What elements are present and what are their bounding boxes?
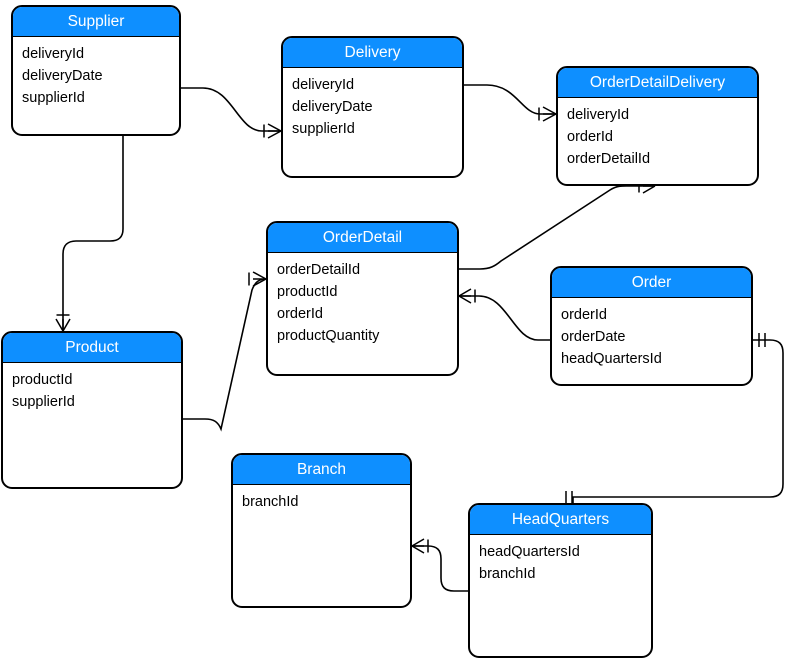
entity-supplier[interactable]: Supplier deliveryId deliveryDate supplie… [11,5,181,136]
entity-attributes-supplier: deliveryId deliveryDate supplierId [13,37,179,109]
edge-product-orderdetail [183,278,267,432]
crowsfoot-orderdetaildelivery-left [538,106,557,122]
edge-branch-headquarters [412,545,468,592]
entity-title-orderdetail: OrderDetail [268,223,457,253]
entity-title-supplier: Supplier [13,7,179,37]
entity-order[interactable]: Order orderId orderDate headQuartersId [550,266,753,386]
attribute: productQuantity [277,328,380,344]
crowsfoot-orderdetail-right [458,288,476,304]
edge-delivery-orderdetaildelivery [464,84,556,115]
entity-attributes-product: productId supplierId [3,363,181,413]
attribute: deliveryDate [292,99,373,115]
attribute: supplierId [292,121,355,137]
attribute: productId [12,372,73,388]
crowsfoot-branch-right [411,538,429,554]
crowsfoot-product-top [55,314,71,332]
attribute: orderId [277,306,323,322]
entity-orderdetaildelivery[interactable]: OrderDetailDelivery deliveryId orderId o… [556,66,759,186]
entity-attributes-orderdetaildelivery: deliveryId orderId orderDetailId [558,98,757,170]
edge-orderdetail-orderdetaildelivery [459,185,655,270]
entity-title-product: Product [3,333,181,363]
attribute: orderId [567,129,613,145]
edge-supplier-delivery [181,87,281,132]
one-one-order-right [758,333,766,347]
attribute: deliveryId [22,46,85,62]
entity-title-headquarters: HeadQuarters [470,505,651,535]
attribute: supplierId [12,394,75,410]
entity-attributes-orderdetail: orderDetailId productId orderId productQ… [268,253,457,347]
crowsfoot-orderdetail-left [248,271,267,287]
attribute: deliveryDate [22,68,103,84]
entity-headquarters[interactable]: HeadQuarters headQuartersId branchId [468,503,653,658]
entity-attributes-order: orderId orderDate headQuartersId [552,298,751,370]
entity-orderdetail[interactable]: OrderDetail orderDetailId productId orde… [266,221,459,376]
attribute: productId [277,284,338,300]
edge-orderdetail-order [459,295,550,341]
edge-supplier-product [62,136,124,331]
entity-title-branch: Branch [233,455,410,485]
attribute: deliveryId [292,77,355,93]
attribute: orderId [561,307,607,323]
entity-product[interactable]: Product productId supplierId [1,331,183,489]
attribute: headQuartersId [561,351,662,367]
entity-title-delivery: Delivery [283,38,462,68]
crowsfoot-delivery-left [263,123,282,139]
attribute: orderDetailId [567,151,651,167]
attribute: headQuartersId [479,544,580,560]
attribute: orderDetailId [277,262,361,278]
entity-attributes-headquarters: headQuartersId branchId [470,535,651,585]
attribute: orderDate [561,329,626,345]
entity-title-orderdetaildelivery: OrderDetailDelivery [558,68,757,98]
attribute: deliveryId [567,107,630,123]
entity-branch[interactable]: Branch branchId [231,453,412,608]
attribute: supplierId [22,90,85,106]
entity-attributes-delivery: deliveryId deliveryDate supplierId [283,68,462,140]
attribute: branchId [479,566,536,582]
attribute: branchId [242,494,299,510]
entity-attributes-branch: branchId [233,485,410,513]
entity-title-order: Order [552,268,751,298]
entity-delivery[interactable]: Delivery deliveryId deliveryDate supplie… [281,36,464,178]
